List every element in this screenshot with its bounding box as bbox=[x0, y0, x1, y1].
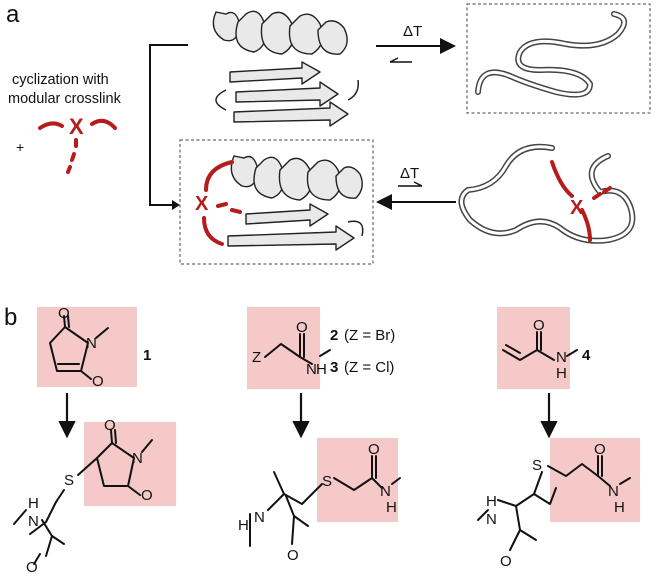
atom-n: N bbox=[306, 361, 317, 378]
adduct-2-acetamide: S O N H H N O bbox=[238, 441, 401, 564]
modular-crosslink-icon: X bbox=[38, 114, 117, 174]
plus-sign: + bbox=[16, 139, 24, 155]
cyclized-box bbox=[179, 139, 374, 265]
atom-s: S bbox=[64, 472, 74, 489]
atom-n: N bbox=[254, 509, 265, 526]
crosslink-in-protein-icon: X bbox=[195, 160, 242, 246]
folded-protein-top bbox=[212, 10, 360, 127]
atom-o: O bbox=[141, 487, 153, 504]
compound-note-3: (Z = Cl) bbox=[344, 359, 394, 376]
delta-t-bottom: ΔT bbox=[400, 165, 419, 182]
crosslink-in-chain-icon: X bbox=[550, 160, 612, 242]
atom-n: N bbox=[86, 335, 97, 352]
caption-line-2: modular crosslink bbox=[8, 91, 122, 107]
unfolding-arrow-bottom bbox=[398, 181, 423, 187]
atom-h: H bbox=[386, 499, 397, 516]
atom-n: N bbox=[380, 483, 391, 500]
atom-o: O bbox=[92, 373, 104, 390]
adduct-4-propanamide: S O N H H N O bbox=[477, 441, 631, 570]
atom-o: O bbox=[296, 319, 308, 336]
folded-protein-bottom bbox=[227, 155, 364, 251]
compound-number-1: 1 bbox=[143, 347, 151, 364]
atom-h: H bbox=[614, 499, 625, 516]
compound-number-2: 2 bbox=[330, 327, 338, 344]
compound-number-4: 4 bbox=[582, 347, 591, 364]
crosslink-x-protein: X bbox=[195, 193, 209, 215]
atom-o: O bbox=[58, 305, 70, 322]
atom-n: N bbox=[486, 511, 497, 528]
unfolded-chain-top bbox=[475, 11, 627, 98]
caption-line-1: cyclization with bbox=[12, 72, 109, 88]
crosslink-x-left: X bbox=[69, 114, 84, 139]
crosslink-x-chain: X bbox=[570, 197, 584, 219]
atom-n: N bbox=[608, 483, 619, 500]
bracket-arrowhead bbox=[172, 200, 180, 210]
compound-1-maleimide: N O O bbox=[49, 305, 109, 390]
atom-n: N bbox=[132, 450, 143, 467]
compound-number-3: 3 bbox=[330, 359, 338, 376]
atom-s: S bbox=[322, 473, 332, 490]
atom-o: O bbox=[533, 317, 545, 334]
atom-h: H bbox=[486, 493, 497, 510]
panel-label-b: b bbox=[4, 304, 17, 331]
refolding-arrow-top bbox=[389, 57, 412, 63]
atom-z: Z bbox=[252, 349, 261, 366]
compound-note-2: (Z = Br) bbox=[344, 327, 395, 344]
atom-s: S bbox=[532, 457, 542, 474]
atom-h: H bbox=[238, 517, 249, 534]
atom-o: O bbox=[104, 417, 116, 434]
atom-h: H bbox=[28, 495, 39, 512]
atom-n: N bbox=[556, 349, 567, 366]
delta-t-top: ΔT bbox=[403, 23, 422, 40]
highlight-compound-2-3 bbox=[247, 307, 320, 389]
compound-2-haloacetamide: Z O N H bbox=[252, 319, 331, 378]
atom-o: O bbox=[594, 441, 606, 458]
unfolded-chain-bottom bbox=[458, 143, 636, 244]
atom-n: N bbox=[28, 513, 39, 530]
atom-h: H bbox=[316, 361, 327, 378]
highlight-compound-4 bbox=[497, 307, 570, 389]
atom-h: H bbox=[556, 365, 567, 382]
panel-label-a: a bbox=[6, 1, 20, 28]
atom-o: O bbox=[287, 547, 299, 564]
atom-o: O bbox=[368, 441, 380, 458]
bracket-line bbox=[149, 44, 188, 206]
unfolded-box-top bbox=[466, 3, 651, 114]
highlight-adduct-2 bbox=[317, 438, 398, 522]
atom-o: O bbox=[26, 559, 38, 576]
compound-4-acrylamide: O N H bbox=[502, 317, 578, 382]
adduct-1-succinimide: N O O S H N O bbox=[13, 417, 153, 576]
atom-o: O bbox=[500, 553, 512, 570]
